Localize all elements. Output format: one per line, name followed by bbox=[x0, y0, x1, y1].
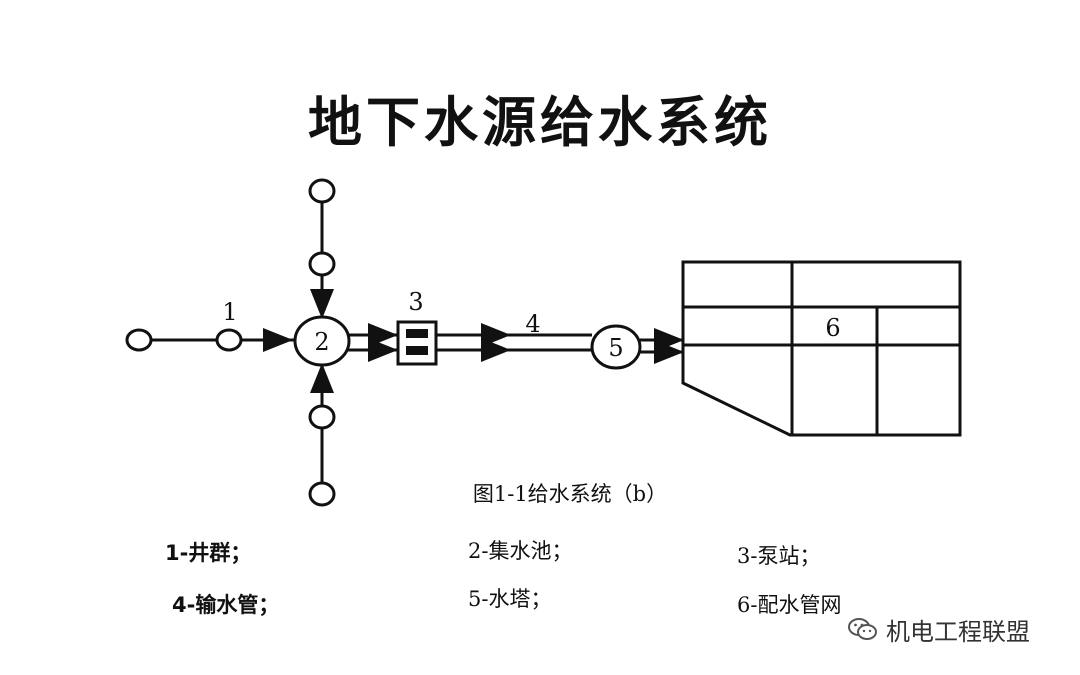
collection-pool bbox=[293, 315, 351, 367]
watermark: 机电工程联盟 bbox=[848, 612, 1030, 647]
legend-item-5: 5-水塔； bbox=[468, 587, 552, 611]
label-2: 2 bbox=[314, 328, 329, 356]
well-left-outer bbox=[125, 328, 153, 352]
water-tower bbox=[590, 324, 642, 370]
label-6: 6 bbox=[825, 314, 840, 342]
figure-caption: 图1-1给水系统（b） bbox=[472, 482, 668, 506]
well-left-inner bbox=[215, 328, 243, 352]
wechat-icon bbox=[848, 617, 877, 640]
watermark-text: 机电工程联盟 bbox=[886, 618, 1030, 646]
well-bottom-outer bbox=[308, 481, 336, 507]
legend-item-4: 4-输水管； bbox=[172, 593, 280, 617]
well-bottom-inner bbox=[308, 404, 336, 430]
well-top-inner bbox=[308, 251, 336, 277]
label-3: 3 bbox=[408, 288, 423, 316]
label-4: 4 bbox=[525, 310, 540, 338]
pump-unit-1 bbox=[406, 329, 428, 338]
distribution-network-outline bbox=[681, 260, 962, 437]
legend-item-1: 1-井群； bbox=[165, 541, 252, 565]
label-5: 5 bbox=[608, 334, 623, 362]
page-title: 地下水源给水系统 bbox=[308, 91, 772, 154]
well-top-outer bbox=[308, 178, 336, 204]
pump-unit-2 bbox=[406, 346, 428, 355]
legend-item-3: 3-泵站； bbox=[737, 544, 821, 568]
pump-station bbox=[396, 320, 438, 366]
label-1: 1 bbox=[222, 298, 237, 326]
legend-item-6: 6-配水管网 bbox=[737, 593, 842, 617]
legend-item-2: 2-集水池； bbox=[468, 539, 573, 563]
